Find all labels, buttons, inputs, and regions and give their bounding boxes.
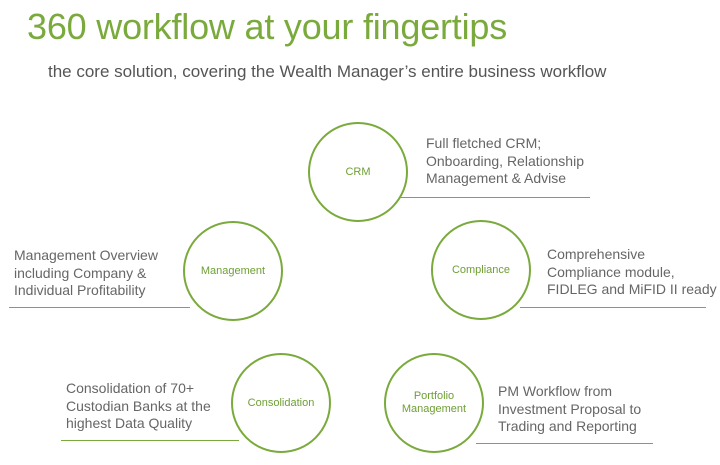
portfolio-management-rule	[476, 443, 653, 444]
consolidation-rule	[61, 440, 239, 441]
management-description-line: including Company &	[14, 264, 147, 281]
portfolio-management-node: Portfolio Management	[384, 353, 484, 453]
management-rule	[9, 307, 190, 308]
portfolio-description-line: Trading and Reporting	[498, 418, 637, 434]
portfolio-management-label: Portfolio Management	[396, 390, 472, 416]
portfolio-description-line: PM Workflow from	[498, 383, 613, 399]
portfolio-description-line: Investment Proposal to	[498, 400, 642, 417]
crm-description: Full fletched CRM; Onboarding, Relations…	[426, 135, 584, 188]
page-title: 360 workflow at your fingertips	[27, 6, 508, 47]
management-node: Management	[183, 221, 283, 321]
consolidation-description-line: highest Data Quality	[66, 415, 193, 431]
crm-rule	[398, 197, 590, 198]
compliance-rule	[520, 307, 706, 308]
crm-label: CRM	[345, 165, 371, 178]
management-description: Management Overview including Company & …	[14, 247, 158, 300]
compliance-label: Compliance	[451, 263, 511, 276]
page-subtitle: the core solution, covering the Wealth M…	[48, 62, 607, 81]
compliance-description-line: Compliance module,	[547, 263, 675, 280]
compliance-description-line: Comprehensive	[547, 246, 646, 262]
crm-description-line: Full fletched CRM;	[426, 135, 542, 151]
consolidation-node: Consolidation	[231, 353, 331, 453]
crm-description-line: Onboarding, Relationship	[426, 152, 584, 169]
management-description-line: Management Overview	[14, 247, 158, 263]
management-label: Management	[200, 264, 266, 277]
crm-node: CRM	[308, 122, 408, 222]
portfolio-management-description: PM Workflow from Investment Proposal to …	[498, 383, 641, 436]
consolidation-description: Consolidation of 70+ Custodian Banks at …	[66, 380, 211, 433]
consolidation-description-line: Custodian Banks at the	[66, 397, 211, 414]
compliance-description-line: FIDLEG and MiFID II ready	[547, 281, 717, 297]
management-description-line: Individual Profitability	[14, 282, 146, 298]
consolidation-description-line: Consolidation of 70+	[66, 380, 195, 396]
crm-description-line: Management & Advise	[426, 170, 567, 186]
portfolio-label-line: Management	[401, 403, 467, 415]
compliance-node: Compliance	[431, 220, 531, 320]
compliance-description: Comprehensive Compliance module, FIDLEG …	[547, 246, 717, 299]
consolidation-label: Consolidation	[247, 396, 315, 409]
portfolio-label-line: Portfolio	[413, 390, 455, 402]
